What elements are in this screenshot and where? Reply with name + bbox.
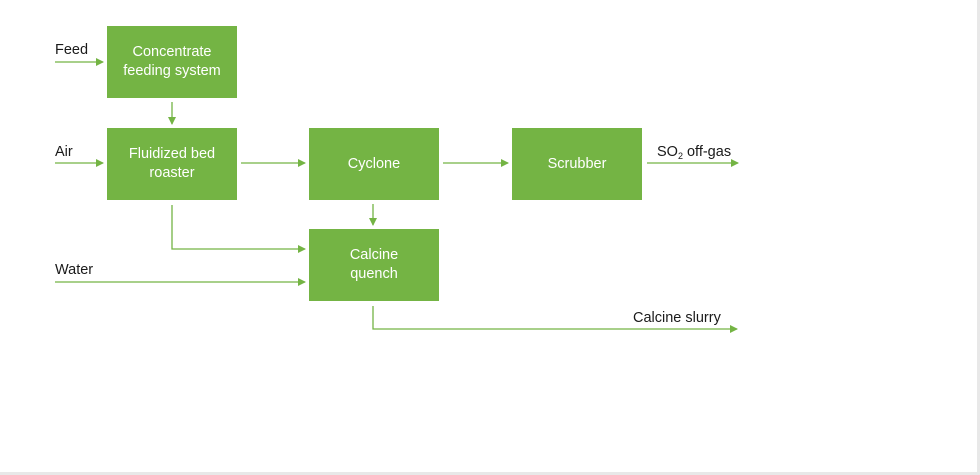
- so2-subscript: 2: [677, 151, 683, 161]
- node-label: Scrubber: [547, 155, 607, 172]
- input-feed-label: Feed: [55, 42, 89, 58]
- input-air-label: Air: [55, 144, 73, 160]
- node-calcine-quench: Calcine quench: [309, 229, 439, 301]
- arrow-quench-to-slurry: [372, 306, 738, 333]
- output-so2-offgas-label: SO2 off-gas: [657, 144, 731, 161]
- arrow-roaster-to-quench: [171, 205, 306, 253]
- node-fluidized-bed-roaster: Fluidized bed roaster: [107, 128, 237, 200]
- node-cyclone: Cyclone: [309, 128, 439, 200]
- so2-main: SO: [657, 144, 678, 160]
- node-label: Cyclone: [347, 155, 401, 172]
- input-water-label: Water: [55, 262, 94, 278]
- node-label: Calcine quench: [349, 247, 399, 282]
- node-label: Fluidized bed roaster: [128, 146, 216, 181]
- output-calcine-slurry-label: Calcine slurry: [633, 310, 721, 326]
- node-scrubber: Scrubber: [512, 128, 642, 200]
- node-concentrate-feeding-system: Concentrate feeding system: [107, 26, 237, 98]
- so2-suffix: off-gas: [682, 144, 732, 160]
- node-label: Concentrate feeding system: [123, 44, 221, 79]
